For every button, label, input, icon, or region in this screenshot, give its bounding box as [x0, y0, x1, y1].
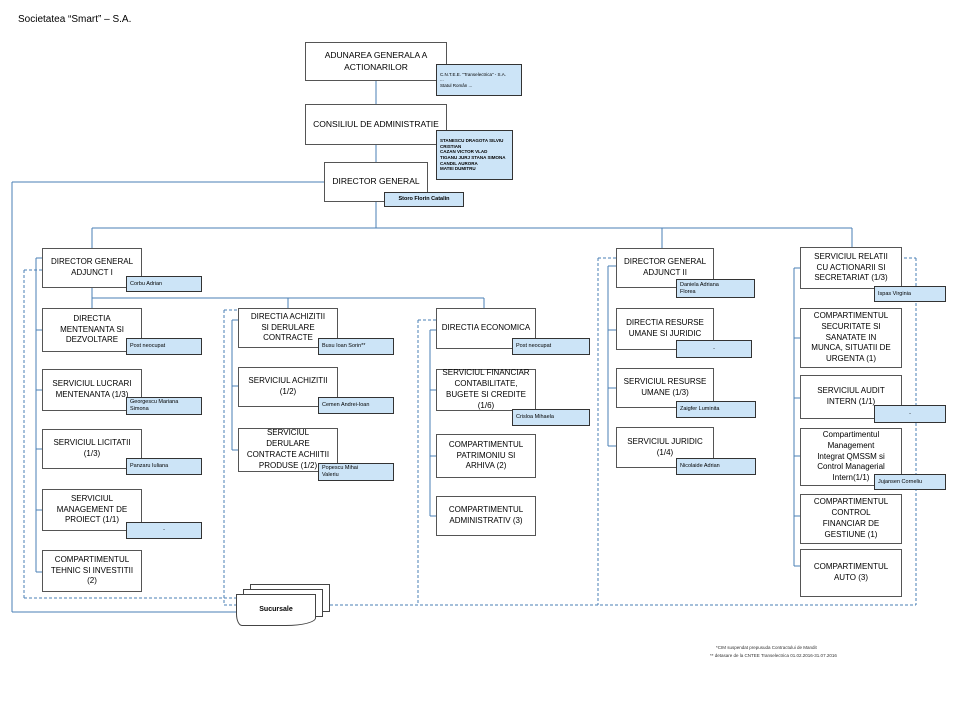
contract-execution-service-name: Popescu Mihai Valeriu [318, 463, 394, 481]
procurement-contracts-direction-box: DIRECTIA ACHIZITII SI DERULARE CONTRACTE [238, 308, 338, 348]
contract-execution-service-box: SERVICIUL DERULARE CONTRACTE ACHIITII PR… [238, 428, 338, 472]
footnote-suspended-contract: *CIM suspendat prepusuda Contractului de… [716, 645, 817, 650]
general-assembly-shareholders-note: C.N.T.E.E. "Transelectrica" - S.A. ... S… [436, 64, 522, 96]
financial-accounting-service-box: SERVICIUL FINANCIAR CONTABILITATE, BUGET… [436, 368, 536, 411]
deputy-director-2-name: Daniela Adriana Florea [676, 279, 755, 298]
economic-direction-name: Post neocupat [512, 338, 590, 355]
footnote-detachment: ** detasare de la CNTEE Transelectrica 0… [710, 653, 837, 658]
board-members-list: STANESCU DRAGOTA SILVIU CRISTIAN CAZAN V… [436, 130, 513, 180]
procurement-service-name: Cemen Andrei-Ioan [318, 397, 394, 414]
patrimony-archive-compartment-box: COMPARTIMENTUL PATRIMONIU SI ARHIVA (2) [436, 434, 536, 478]
shareholder-relations-service-name: Ispas Virginia [874, 286, 946, 302]
deputy-director-1-name: Corbu Adrian [126, 276, 202, 292]
page-title: Societatea “Smart” – S.A. [18, 14, 132, 25]
deputy-director-1-box: DIRECTOR GENERAL ADJUNCT I [42, 248, 142, 288]
project-management-service-name: - [126, 522, 202, 539]
auto-compartment-box: COMPARTIMENTUL AUTO (3) [800, 549, 902, 597]
general-director-box: DIRECTOR GENERAL [324, 162, 428, 202]
maintenance-development-direction-box: DIRECTIA MENTENANTA SI DEZVOLTARE [42, 308, 142, 352]
financial-control-compartment-box: COMPARTIMENTUL CONTROL FINANCIAR DE GEST… [800, 494, 902, 544]
technical-investments-compartment-box: COMPARTIMENTUL TEHNIC SI INVESTITII (2) [42, 550, 142, 592]
shareholder-relations-service-box: SERVICIUL RELATII CU ACTIONARII SI SECRE… [800, 247, 902, 289]
occupational-safety-compartment-box: COMPARTIMENTUL SECURITATE SI SANATATE IN… [800, 308, 902, 368]
branches-box: Sucursale [236, 594, 316, 626]
administrative-compartment-box: COMPARTIMENTUL ADMINISTRATIV (3) [436, 496, 536, 536]
board-of-directors-box: CONSILIUL DE ADMINISTRATIE [305, 104, 447, 145]
tenders-service-box: SERVICIUL LICITATII (1/3) [42, 429, 142, 469]
procurement-contracts-direction-name: Busu Ioan Sorin** [318, 338, 394, 355]
hr-legal-direction-box: DIRECTIA RESURSE UMANE SI JURIDIC [616, 308, 714, 350]
maintenance-works-service-box: SERVICIUL LUCRARI MENTENANTA (1/3) [42, 369, 142, 411]
integrated-management-compartment-box: Compartimentul Management Integrat QMSSM… [800, 428, 902, 486]
tenders-service-name: Panzaru Iuliana [126, 458, 202, 475]
general-director-name: Storo Florin Catalin [384, 192, 464, 207]
integrated-management-compartment-name: Jujansen Corneliu [874, 474, 946, 490]
project-management-service-box: SERVICIUL MANAGEMENT DE PROIECT (1/1) [42, 489, 142, 531]
maintenance-works-service-name: Georgescu Mariana Simona [126, 397, 202, 415]
deputy-director-2-box: DIRECTOR GENERAL ADJUNCT II [616, 248, 714, 288]
hr-legal-direction-name: - [676, 340, 752, 358]
financial-accounting-service-name: Crisloa Mihaela [512, 409, 590, 426]
hr-service-name: Zaigfer Luminita [676, 401, 756, 418]
general-assembly-box: ADUNAREA GENERALA A ACTIONARILOR [305, 42, 447, 81]
internal-audit-service-name: - [874, 405, 946, 423]
legal-service-name: Nicolaide Adrian [676, 458, 756, 475]
maintenance-development-direction-name: Post neocupat [126, 338, 202, 355]
